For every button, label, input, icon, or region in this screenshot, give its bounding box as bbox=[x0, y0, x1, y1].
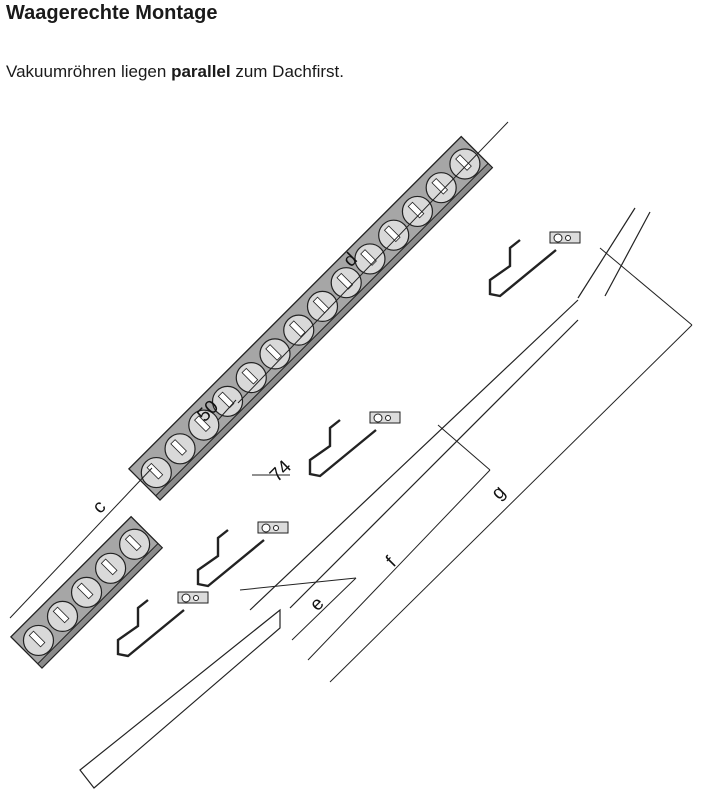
extension-e bbox=[239, 577, 357, 591]
collector-rail bbox=[37, 542, 163, 669]
upper-roof-rail-a bbox=[249, 299, 579, 611]
extension-f bbox=[437, 424, 491, 471]
hook-hole bbox=[385, 415, 391, 421]
hook-hole bbox=[193, 595, 199, 601]
description-text-start: Vakuumröhren liegen bbox=[6, 62, 172, 81]
roof-hook-1 bbox=[116, 591, 209, 658]
tube-heatpipe bbox=[336, 272, 354, 290]
dimension-label-e: e bbox=[306, 593, 328, 615]
collector-rail bbox=[155, 162, 494, 501]
tube-heatpipe bbox=[100, 558, 118, 576]
hook-hole bbox=[553, 233, 563, 243]
hook-arm bbox=[488, 239, 557, 298]
dim-line-f bbox=[307, 469, 491, 661]
hook-hole bbox=[373, 413, 383, 423]
dim-line-e bbox=[291, 577, 357, 641]
tube-heatpipe bbox=[76, 582, 94, 600]
hook-hole bbox=[261, 523, 271, 533]
dimension-label-c: c bbox=[89, 496, 111, 518]
roof-hook-4 bbox=[488, 231, 581, 298]
collector-modules bbox=[9, 135, 494, 669]
hook-plate bbox=[549, 231, 581, 244]
roof-hooks bbox=[116, 231, 581, 658]
hook-hole bbox=[565, 235, 571, 241]
collector-module-right bbox=[127, 135, 494, 501]
tube-heatpipe bbox=[455, 154, 472, 171]
tube-heatpipe bbox=[288, 320, 306, 338]
hook-arm bbox=[116, 599, 185, 658]
tube-heatpipe bbox=[360, 249, 377, 266]
hook-arm bbox=[196, 529, 265, 588]
hook-hole bbox=[273, 525, 279, 531]
dimension-label-g: g bbox=[488, 482, 510, 504]
page-title: Waagerechte Montage bbox=[6, 2, 218, 24]
hook-plate bbox=[177, 591, 209, 604]
tube-heatpipe bbox=[431, 177, 449, 195]
tube-heatpipe bbox=[194, 415, 211, 433]
hook-plate bbox=[257, 521, 289, 534]
dimension-label-offset: 74 bbox=[266, 456, 296, 486]
dimension-label-f: f bbox=[382, 552, 401, 571]
dim-line-d bbox=[237, 121, 509, 404]
roof-hook-3 bbox=[308, 411, 401, 478]
tube-heatpipe bbox=[170, 439, 187, 456]
upper-roof-rail-b bbox=[289, 319, 579, 609]
dim-line-gap bbox=[217, 399, 237, 421]
tube-heatpipe bbox=[241, 367, 259, 385]
dim-line-g bbox=[329, 324, 693, 683]
dimension-lines bbox=[9, 121, 693, 683]
hook-hole bbox=[181, 593, 191, 603]
description-emphasis: parallel bbox=[171, 62, 231, 81]
extension-g bbox=[599, 247, 693, 326]
tube-heatpipe bbox=[146, 462, 164, 480]
mounting-description: Vakuumröhren liegen parallel zum Dachfir… bbox=[6, 62, 344, 82]
dim-line-c bbox=[9, 467, 153, 619]
hook-plate bbox=[369, 411, 401, 424]
tube-heatpipe bbox=[52, 606, 70, 624]
tube-heatpipe bbox=[217, 391, 235, 409]
top-roof-rail-b bbox=[604, 211, 651, 297]
tube-heatpipe bbox=[124, 534, 142, 552]
tube-heatpipe bbox=[28, 630, 46, 648]
hook-arm bbox=[308, 419, 377, 478]
collector-module-left bbox=[9, 515, 164, 669]
lower-roof-rail bbox=[79, 608, 281, 789]
description-text-end: zum Dachfirst. bbox=[230, 62, 344, 81]
roof-hook-2 bbox=[196, 521, 289, 588]
tube-heatpipe bbox=[265, 344, 282, 361]
